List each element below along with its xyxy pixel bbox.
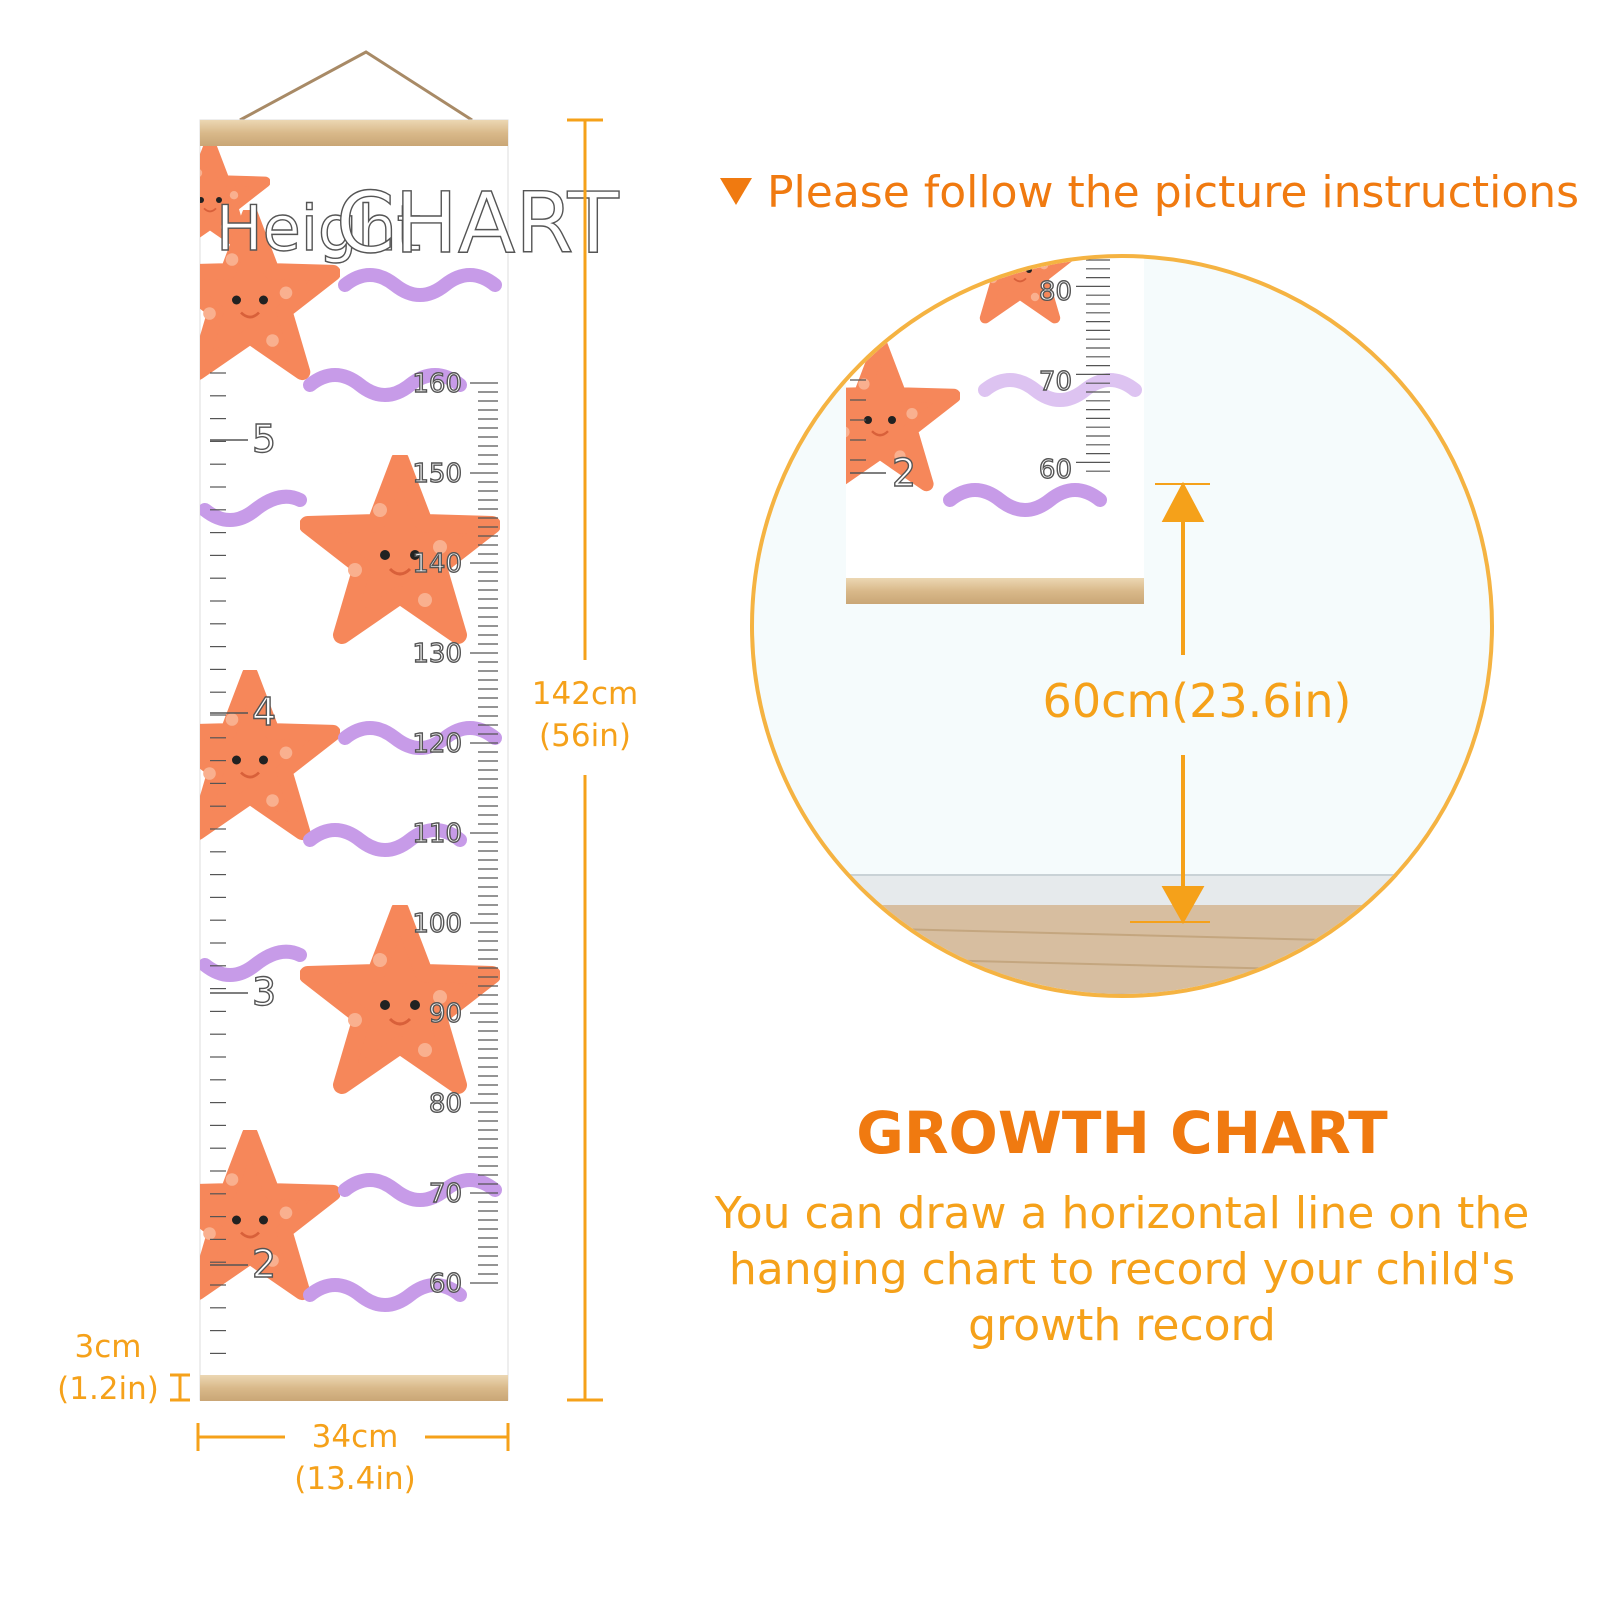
cm-label: 100 (412, 909, 462, 939)
ft-label: 5 (252, 417, 276, 461)
bottom-wood-rod (200, 1375, 508, 1401)
width-cm-label: 34cm (312, 1419, 399, 1455)
width-in-label: (13.4in) (294, 1461, 415, 1497)
cm-label: 120 (412, 729, 462, 759)
height-cm-label: 142cm (532, 676, 638, 712)
top-wood-rod (200, 120, 508, 146)
cm-label: 70 (429, 1179, 462, 1209)
triangle-down-icon (720, 178, 752, 205)
dimension-lines (170, 118, 603, 1451)
chart-title-chart: CHART (336, 174, 620, 272)
height-chart-panel: Height CHART 160 150 140 130 120 110 100 90 80 70… (199, 119, 620, 1401)
cm-label: 130 (412, 639, 462, 669)
install-illustration: 80 70 60 2 60cm(23.6in) (750, 254, 1494, 998)
inset-ft-label: 2 (892, 451, 916, 495)
chart-title-height: Height (216, 192, 421, 265)
rod-cm-label: 3cm (75, 1329, 142, 1365)
ft-ruler: 5 4 3 2 (210, 372, 277, 1377)
instruction-heading: Please follow the picture instructions (767, 167, 1579, 218)
inset-wood-rod (846, 578, 1144, 604)
cm-label: 140 (412, 549, 462, 579)
inset-cm-label: 80 (1039, 277, 1072, 307)
ft-label: 3 (252, 970, 276, 1014)
cm-label: 90 (429, 999, 462, 1029)
rod-in-label: (1.2in) (57, 1371, 159, 1407)
cm-label: 110 (412, 819, 462, 849)
inset-cm-label: 60 (1039, 455, 1072, 485)
cm-label: 60 (429, 1269, 462, 1299)
ft-label: 2 (252, 1242, 276, 1286)
info-line-3: growth record (968, 1300, 1276, 1351)
info-line-1: You can draw a horizontal line on the (714, 1188, 1530, 1239)
cm-label: 150 (412, 459, 462, 489)
inset-cm-label: 70 (1039, 367, 1072, 397)
ft-label: 4 (252, 690, 276, 734)
inset-chart: 80 70 60 2 (846, 258, 1144, 604)
growth-chart-title: GROWTH CHART (856, 1099, 1388, 1167)
cm-label: 160 (412, 369, 462, 399)
panel-decorations (200, 143, 502, 1312)
height-in-label: (56in) (539, 718, 631, 754)
hanging-string (239, 50, 473, 122)
circle-frame (750, 254, 1494, 998)
hang-height-label: 60cm(23.6in) (1043, 674, 1352, 728)
measurement-arrow (1130, 481, 1210, 925)
cm-label: 80 (429, 1089, 462, 1119)
info-line-2: hanging chart to record your child's (729, 1244, 1515, 1295)
cm-ruler: 160 150 140 130 120 110 100 90 80 70 60 (412, 368, 498, 1300)
